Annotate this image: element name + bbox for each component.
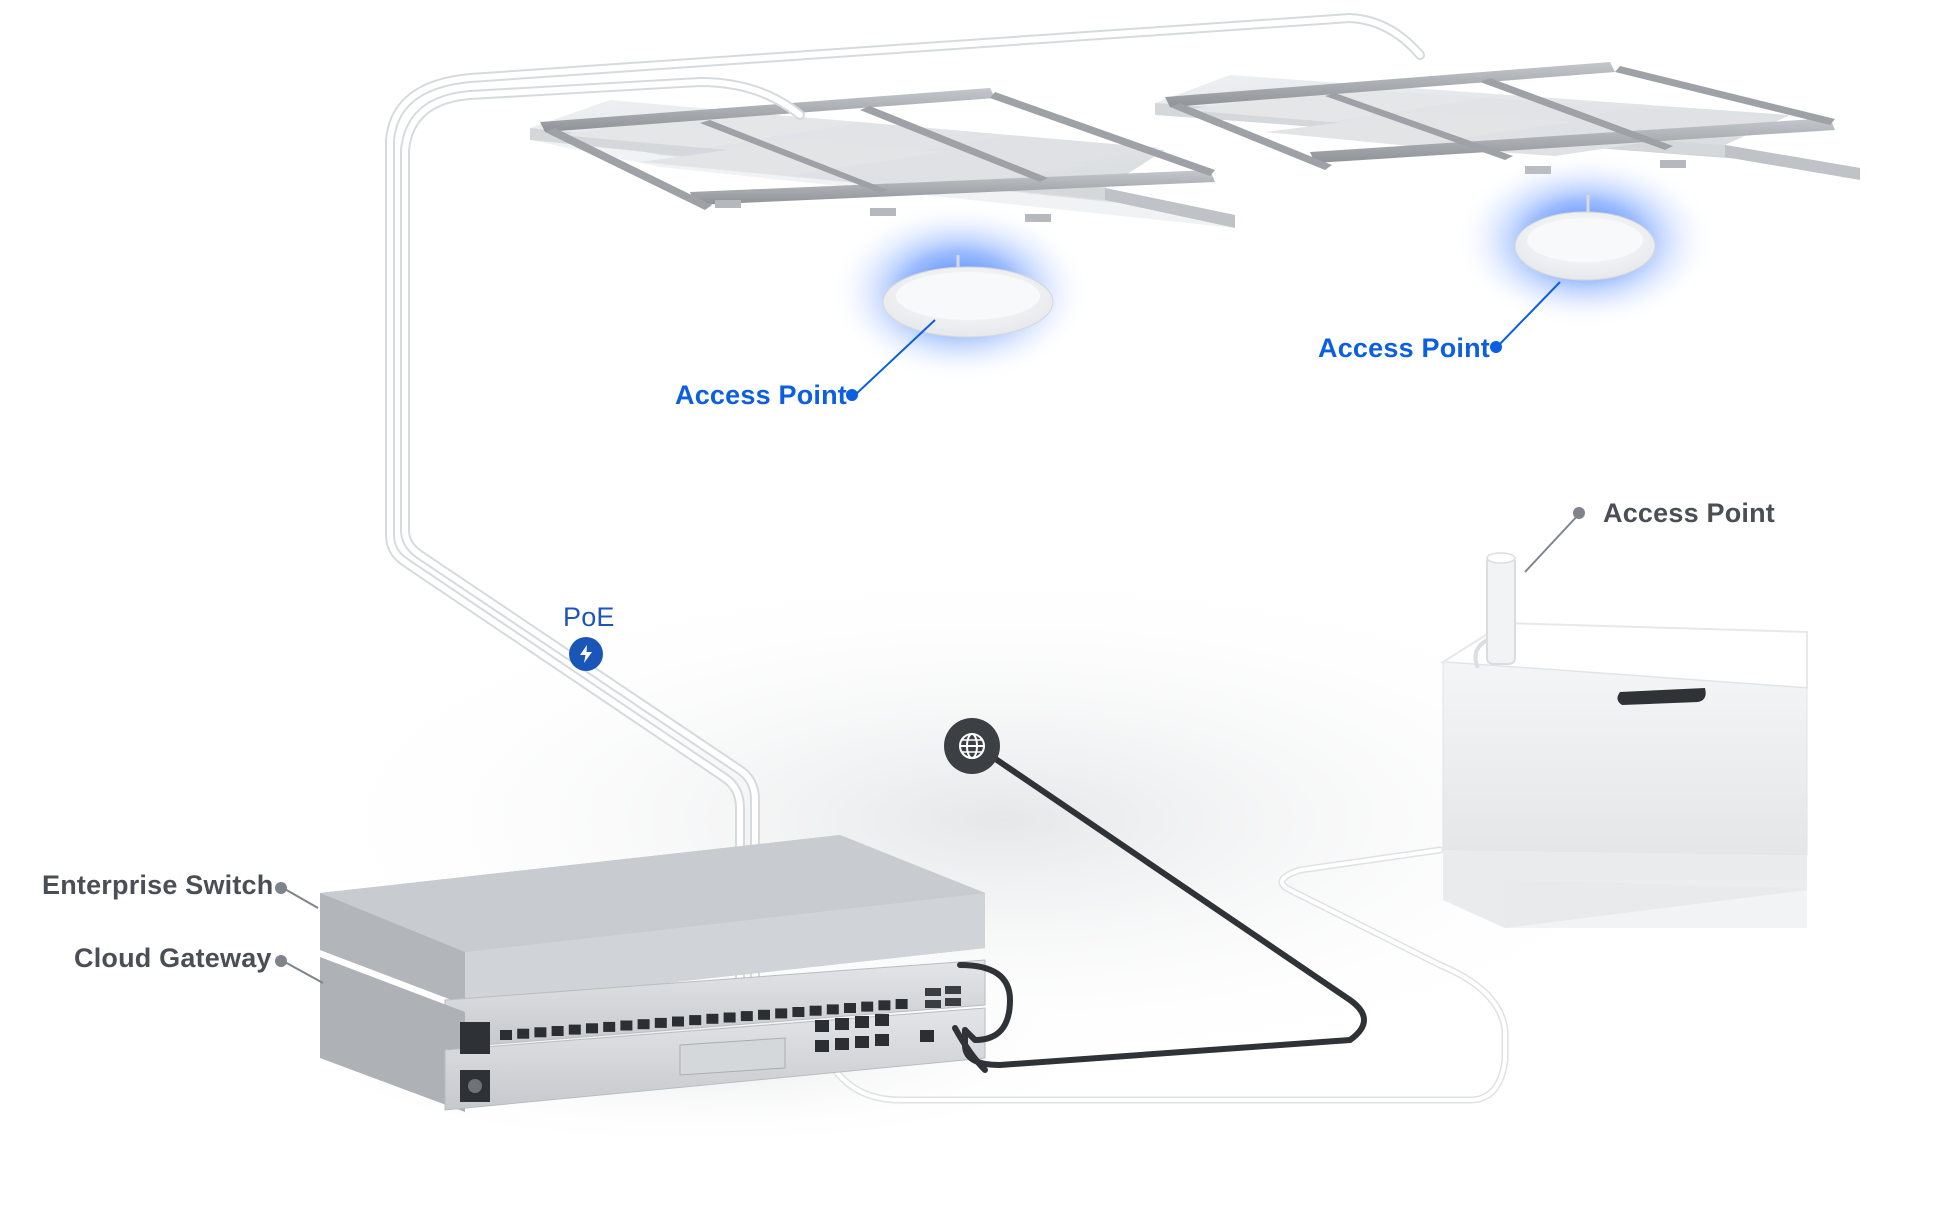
- switch-sfp-port: [925, 988, 941, 996]
- label-access-point-ceiling-right: Access Point: [1318, 333, 1490, 363]
- switch-port: [689, 1015, 702, 1026]
- lightning-bolt-icon: [580, 645, 592, 663]
- switch-port: [568, 1024, 581, 1035]
- switch-port: [895, 999, 908, 1009]
- desk-box: [1439, 621, 1808, 928]
- label-access-point-ceiling-left: Access Point: [675, 380, 847, 410]
- switch-port: [517, 1028, 530, 1039]
- switch-port: [500, 1030, 512, 1040]
- switch-port: [654, 1017, 667, 1028]
- switch-port: [586, 1023, 598, 1034]
- wan-cables: [952, 742, 1367, 1073]
- label-dot-ap-ceiling-left: [846, 389, 858, 401]
- label-cloud-gateway: Cloud Gateway: [74, 943, 272, 973]
- poe-cables: [385, 13, 1425, 1017]
- switch-port: [758, 1009, 770, 1020]
- switch-sfp-port: [925, 1000, 941, 1008]
- switch-port: [603, 1021, 616, 1032]
- label-dot-ap-ceiling-right: [1490, 341, 1502, 353]
- switch-port: [826, 1004, 839, 1015]
- switch-port: [809, 1005, 822, 1016]
- switch-port: [534, 1027, 547, 1038]
- switch-port: [878, 1000, 891, 1011]
- switch-port: [844, 1003, 856, 1013]
- switch-ports: [500, 986, 961, 1040]
- label-poe: PoE: [563, 602, 615, 632]
- switch-port: [551, 1026, 564, 1036]
- cloud-gateway: [320, 957, 986, 1112]
- ceiling-panel-left: [530, 88, 1235, 228]
- internet-badge: [944, 718, 1000, 774]
- poe-badge: [569, 637, 603, 671]
- globe-icon: [959, 733, 985, 759]
- switch-port: [723, 1012, 736, 1023]
- ceiling-panel-right: [1155, 62, 1860, 180]
- switch-port: [706, 1013, 719, 1024]
- enterprise-switch: [320, 835, 986, 1049]
- switch-port: [775, 1008, 788, 1019]
- switch-sfp-port: [945, 998, 961, 1006]
- leader-lines: [282, 281, 1581, 984]
- label-access-point-desk: Access Point: [1603, 498, 1775, 528]
- switch-port: [861, 1001, 874, 1012]
- ceiling-access-point-left: [830, 202, 1090, 382]
- switch-port: [740, 1011, 753, 1022]
- label-dot-enterprise-switch: [275, 882, 287, 894]
- label-dot-ap-desk: [1573, 507, 1585, 519]
- switch-sfp-port: [945, 986, 961, 994]
- label-dot-cloud-gateway: [275, 955, 287, 967]
- desk-access-point: [1473, 552, 1516, 669]
- switch-port: [637, 1019, 650, 1030]
- gateway-ports: [815, 1014, 934, 1052]
- switch-port: [792, 1007, 805, 1017]
- switch-port: [620, 1020, 633, 1031]
- label-enterprise-switch: Enterprise Switch: [42, 870, 274, 900]
- switch-port: [672, 1016, 684, 1027]
- ceiling-access-point-right: [1455, 152, 1715, 328]
